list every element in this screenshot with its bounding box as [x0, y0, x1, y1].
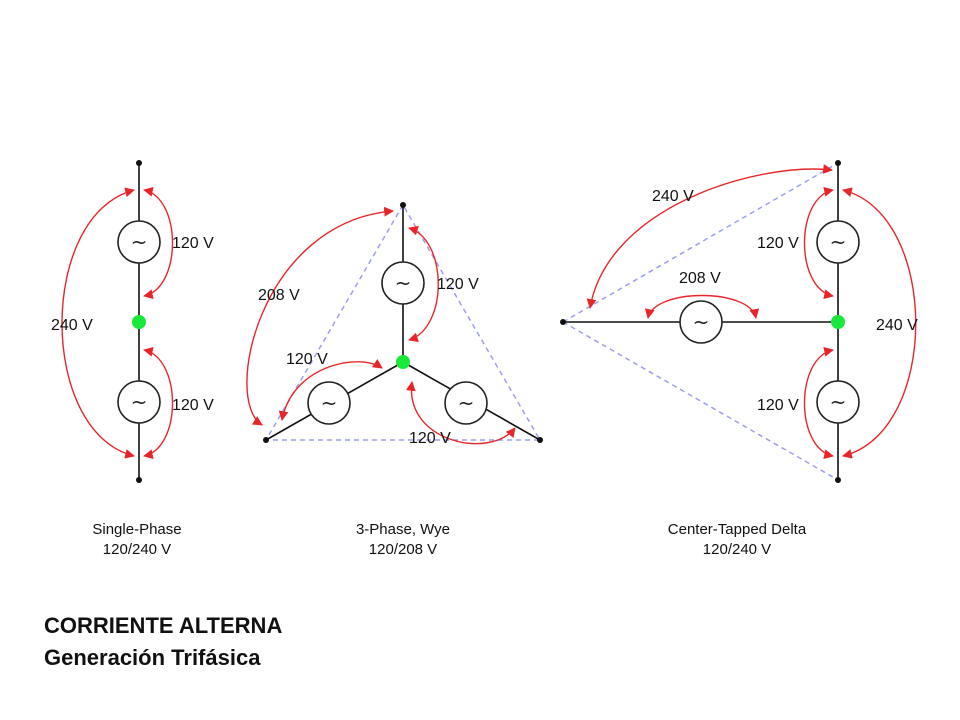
ac-sine-icon: ~	[131, 230, 148, 254]
wye-right-phase-arrow	[405, 381, 516, 445]
wye-neutral-node	[396, 355, 410, 369]
single-phase-caption-line2: 120/240 V	[103, 541, 171, 558]
wye-terminal-left	[263, 437, 269, 443]
single-phase-terminal-top	[136, 160, 142, 166]
wye-caption-line2: 120/208 V	[369, 541, 437, 558]
wye-terminal-right	[537, 437, 543, 443]
wye-caption-line1: 3-Phase, Wye	[356, 521, 450, 538]
ac-sine-icon: ~	[693, 310, 710, 334]
wye-line-label: 208 V	[258, 287, 300, 304]
ac-sine-icon: ~	[830, 230, 847, 254]
single-phase-total-label: 240 V	[51, 317, 93, 334]
delta-lower-arrow	[803, 347, 834, 459]
delta-upper-source: ~	[816, 220, 860, 264]
single-phase-caption-line1: Single-Phase	[92, 521, 181, 538]
wye-left-phase-label: 120 V	[286, 351, 328, 368]
single-phase-neutral-node	[132, 315, 146, 329]
slide-title: CORRIENTE ALTERNA	[44, 613, 283, 638]
ac-sine-icon: ~	[395, 271, 412, 295]
ac-sine-icon: ~	[321, 391, 338, 415]
slide-title-block: CORRIENTE ALTERNA Generación Trifásica	[44, 610, 282, 674]
delta-top-diag-label: 240 V	[652, 188, 694, 205]
delta-right-total-label: 240 V	[876, 317, 918, 334]
ac-sine-icon: ~	[458, 391, 475, 415]
delta-lower-label: 120 V	[757, 397, 799, 414]
wye-terminal-top	[400, 202, 406, 208]
delta-terminal-top	[835, 160, 841, 166]
delta-center-tap-node	[831, 315, 845, 329]
wye-left-source: ~	[307, 381, 351, 425]
single-phase-panel: ~ ~ 120 V 120 V 240 V Single-Phase 120/2…	[51, 160, 214, 558]
single-phase-lower-label: 120 V	[172, 397, 214, 414]
single-phase-upper-source: ~	[117, 220, 161, 264]
ac-sine-icon: ~	[131, 390, 148, 414]
wye-top-phase-arrow	[408, 225, 439, 343]
wye-top-source: ~	[381, 261, 425, 305]
wye-right-phase-label: 120 V	[409, 430, 451, 447]
single-phase-lower-arrow	[143, 347, 174, 459]
delta-lower-dashed-side	[562, 321, 839, 481]
single-phase-lower-source: ~	[117, 380, 161, 424]
single-phase-terminal-bottom	[136, 477, 142, 483]
single-phase-total-arrow	[61, 187, 135, 459]
wye-line-arrow	[246, 206, 394, 426]
delta-terminal-bottom	[835, 477, 841, 483]
delta-terminal-left	[560, 319, 566, 325]
wye-top-phase-label: 120 V	[437, 276, 479, 293]
delta-caption-line1: Center-Tapped Delta	[668, 521, 807, 538]
delta-right-total-arrow	[842, 187, 917, 459]
delta-upper-label: 120 V	[757, 235, 799, 252]
delta-top-diag-arrow	[586, 164, 833, 309]
wye-panel: ~ ~ ~ 120 V 120 V 120 V 208 V 3-Phase, W…	[246, 202, 543, 558]
slide-subtitle: Generación Trifásica	[44, 645, 261, 670]
delta-center-label: 208 V	[679, 270, 721, 287]
single-phase-upper-arrow	[143, 187, 174, 299]
delta-high-leg-source: ~	[679, 300, 723, 344]
single-phase-upper-label: 120 V	[172, 235, 214, 252]
delta-panel: ~ ~ ~ 240 V 208 V 120 V 120 V 240 V Cent…	[560, 160, 918, 558]
delta-lower-source: ~	[816, 380, 860, 424]
ac-sine-icon: ~	[830, 390, 847, 414]
delta-caption-line2: 120/240 V	[703, 541, 771, 558]
wye-right-source: ~	[444, 381, 488, 425]
